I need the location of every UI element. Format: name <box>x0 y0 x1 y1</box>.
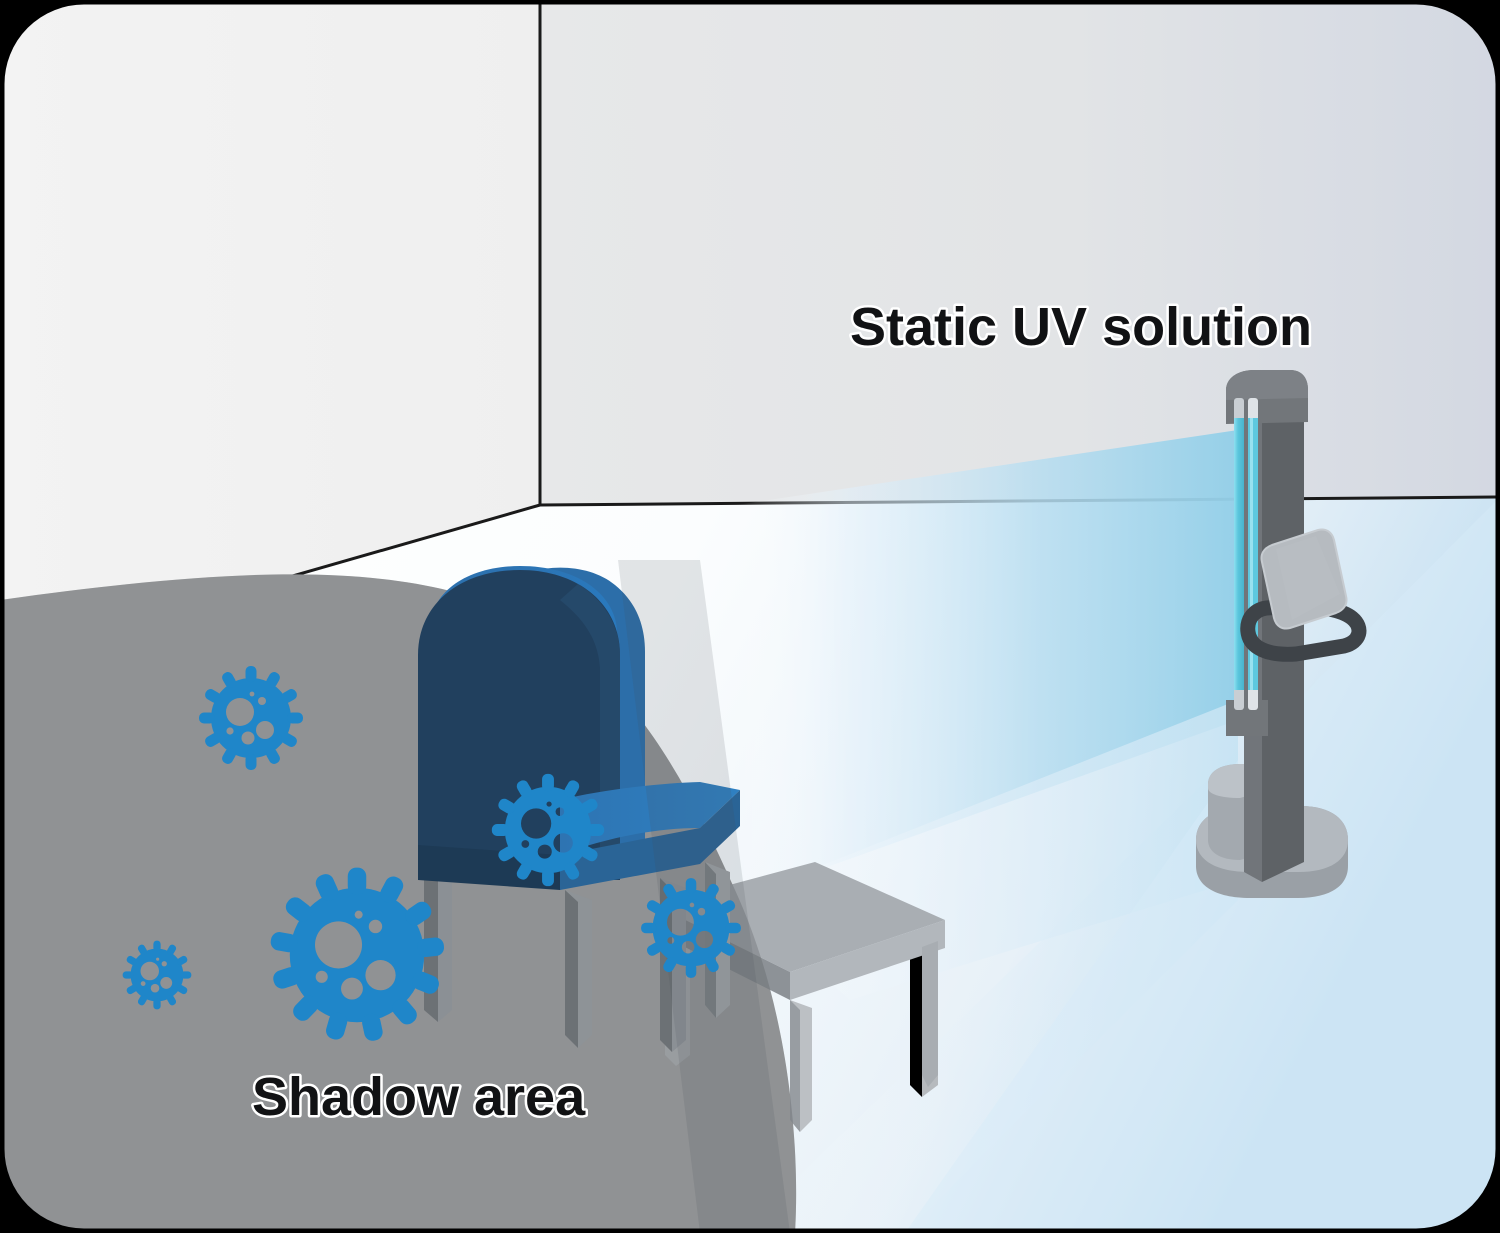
germ-on-table <box>641 878 741 978</box>
right-wall <box>540 4 1496 505</box>
left-wall <box>4 4 540 660</box>
chair-seat-edge <box>560 790 740 890</box>
tower-lamp-arm-bottom <box>1226 700 1268 736</box>
shadow-area-label: Shadow area <box>252 1067 586 1127</box>
germ-on-chair <box>491 773 605 887</box>
static-uv-solution-label: Static UV solution <box>850 297 1312 357</box>
chair-seat-top <box>560 782 740 855</box>
lamp-cap-bottom-right <box>1248 684 1258 710</box>
germ-wall-upper-left <box>199 666 303 770</box>
lamp-cap-bottom-left <box>1234 684 1244 710</box>
tower-display-panel <box>1260 528 1348 630</box>
germ-group <box>122 666 741 1041</box>
static-uv-tower <box>1196 370 1367 898</box>
uv-lamp-tube-left <box>1234 418 1244 690</box>
germ-floor-small <box>122 940 192 1010</box>
germ-floor-large <box>270 867 445 1041</box>
tower-column-side <box>1262 378 1304 882</box>
